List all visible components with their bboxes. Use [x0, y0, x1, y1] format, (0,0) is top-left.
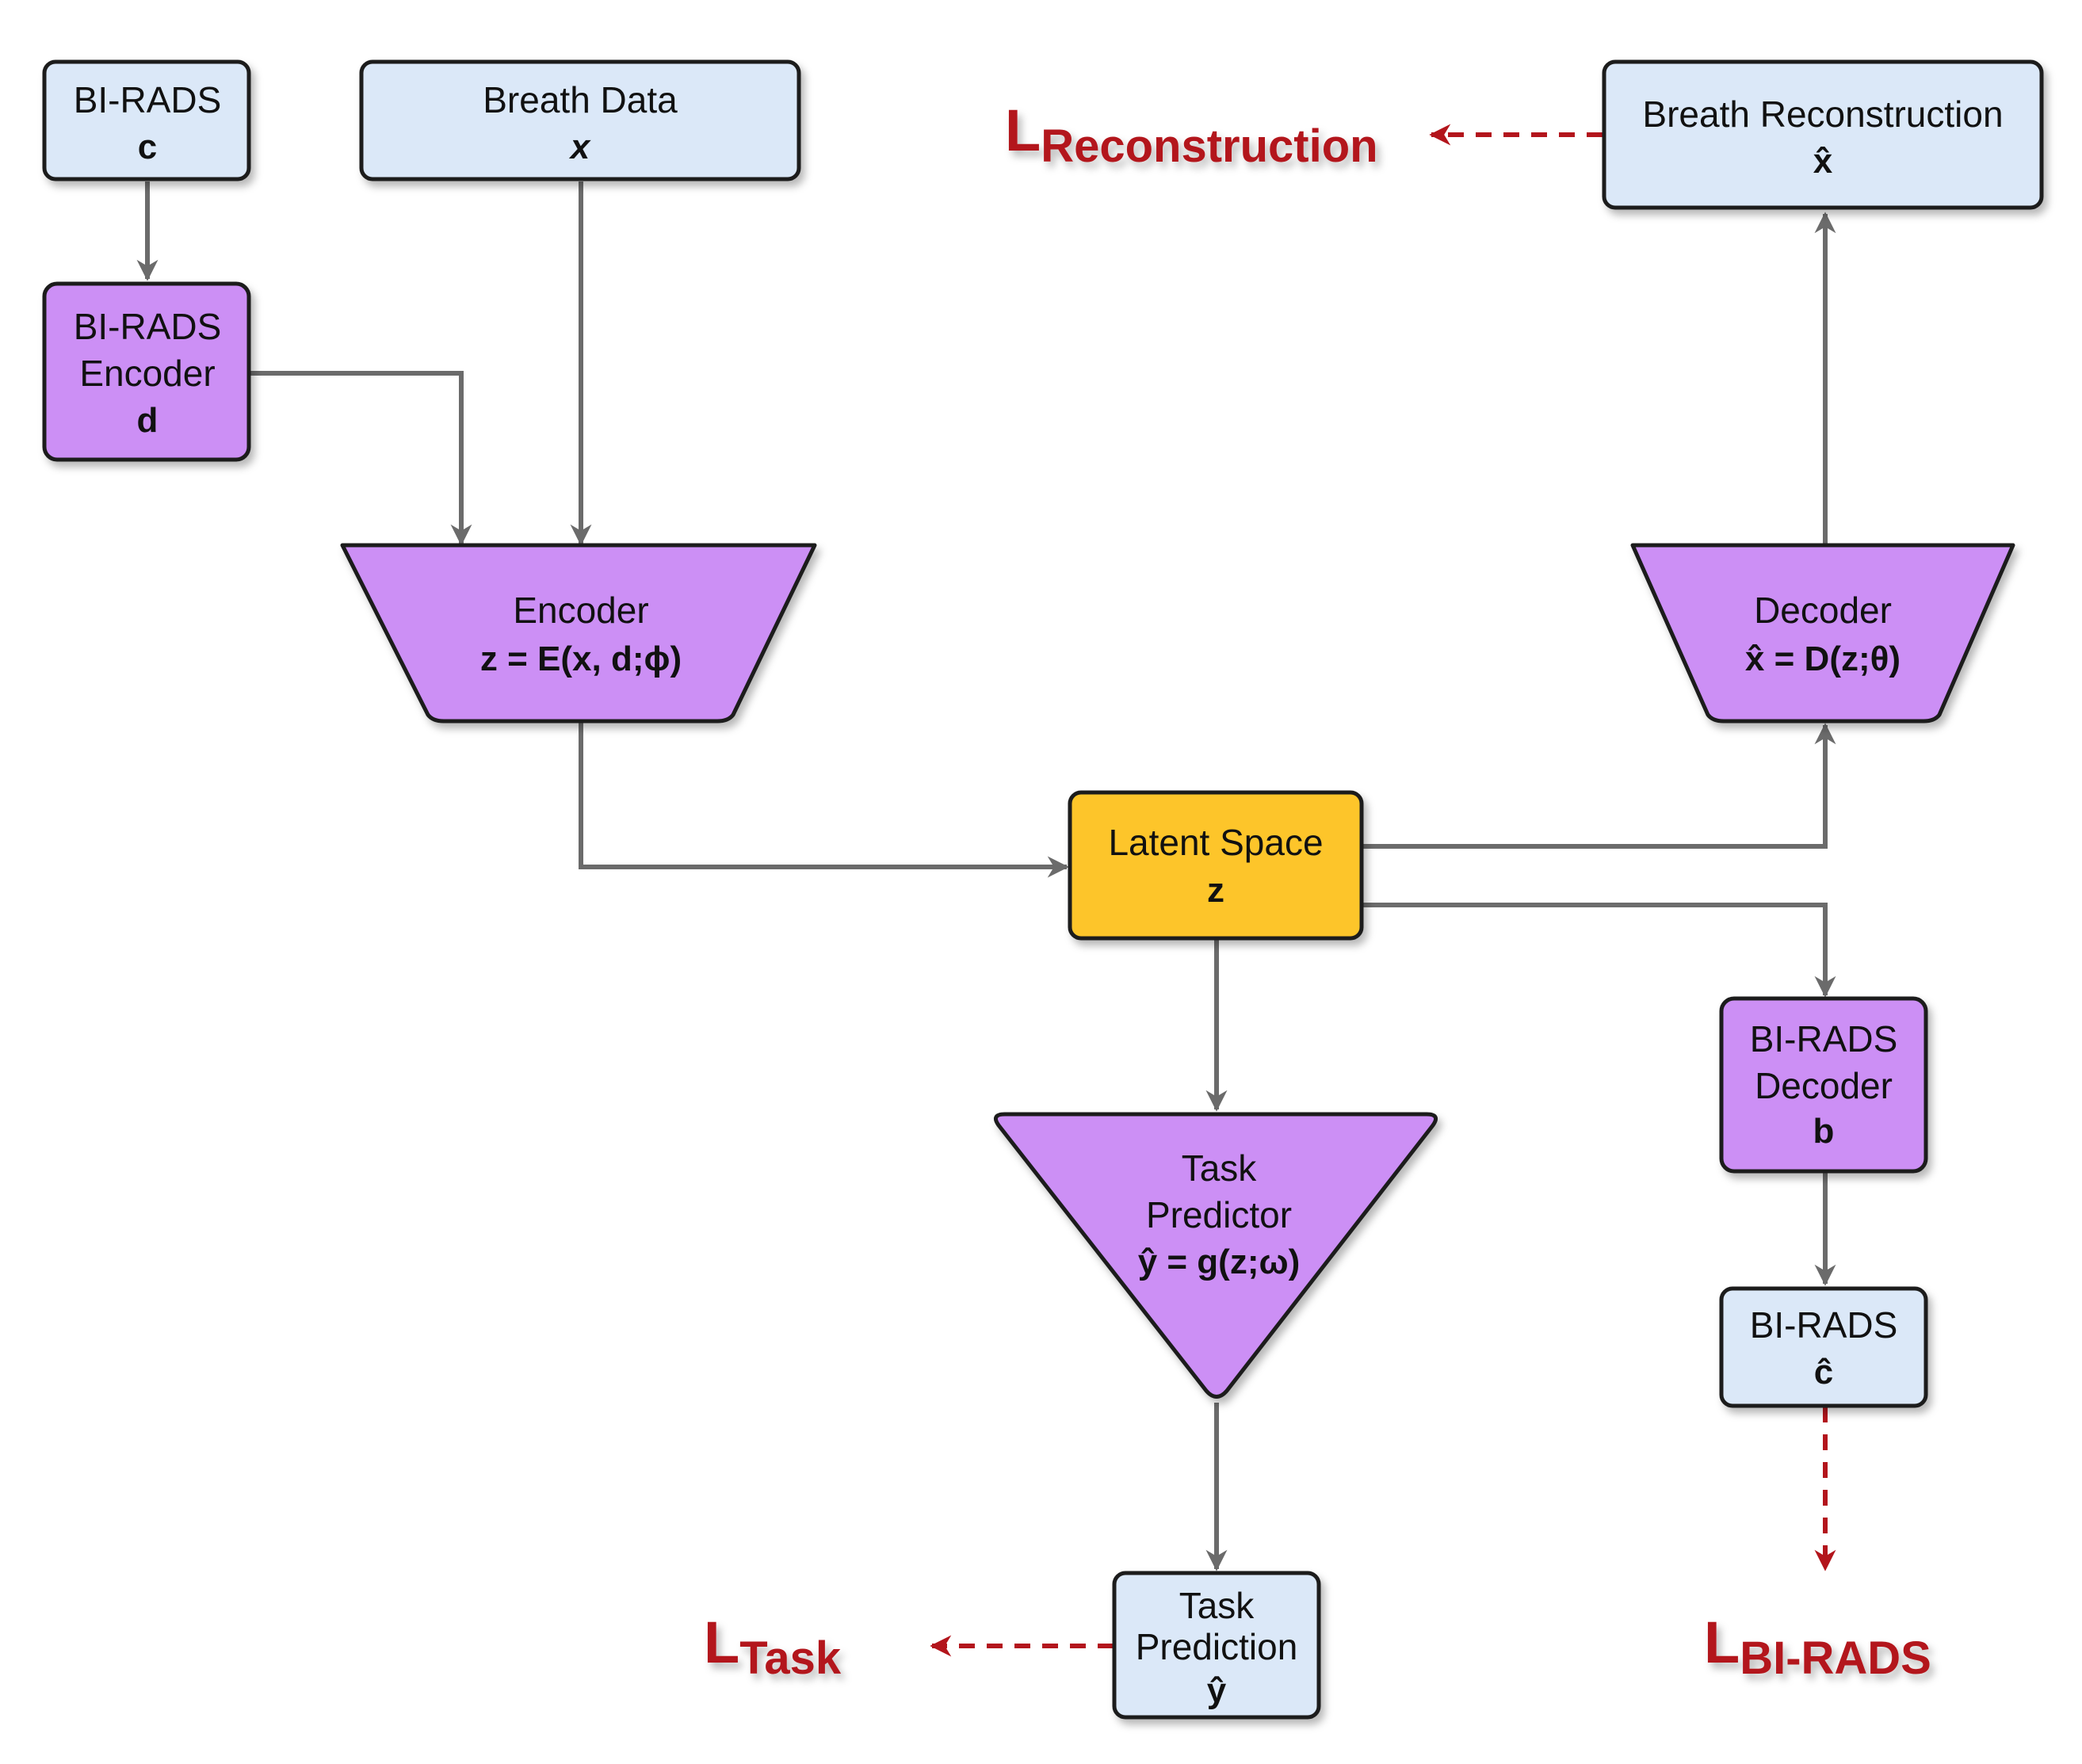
task-predictor-label-line2: Predictor: [1146, 1194, 1292, 1235]
birads-output-label: BI-RADS: [1750, 1304, 1898, 1346]
arrow-encoder-to-latent: [579, 721, 1069, 878]
loss-task-base: L: [704, 1609, 739, 1675]
loss-task: LTask: [704, 1609, 842, 1684]
breath-data-box: [359, 59, 801, 181]
encoder-label: Encoder: [513, 590, 648, 631]
birads-encoder-label-line1: BI-RADS: [74, 306, 222, 347]
breath-reconstruction-label: Breath Reconstruction: [1642, 94, 2003, 135]
task-prediction-node: [1112, 1571, 1321, 1720]
flow-connectors: [136, 181, 1836, 1571]
loss-birads-base: L: [1704, 1609, 1740, 1675]
loss-task-subscript: Task: [739, 1632, 842, 1684]
birads-decoder-box: [1719, 996, 1928, 1174]
birads-output-symbol: ĉ: [1814, 1353, 1833, 1392]
arrow-latent-to-decoder: [1363, 723, 1836, 849]
birads-input-node: [42, 59, 251, 181]
birads-input-label: BI-RADS: [74, 79, 222, 120]
birads-decoder-label-line2: Decoder: [1755, 1065, 1893, 1106]
breath-reconstruction-symbol: x̂: [1813, 142, 1833, 181]
task-predictor-shape: [993, 1112, 1438, 1399]
task-prediction-label-line2: Prediction: [1136, 1626, 1298, 1667]
birads-output-box: [1719, 1286, 1928, 1408]
birads-input-box: [42, 59, 251, 181]
latent-space-label: Latent Space: [1108, 822, 1323, 863]
loss-connectors: [930, 124, 1836, 1657]
arrow-latent-to-birads-decoder: [1363, 903, 1836, 998]
birads-decoder-label-line1: BI-RADS: [1750, 1018, 1898, 1060]
latent-space-symbol: z: [1207, 871, 1224, 910]
arrow-birads-encoder-to-encoder: [250, 371, 472, 546]
latent-space-box: [1068, 790, 1364, 941]
breath-reconstruction-box: [1602, 59, 2044, 210]
breath-reconstruction-node: [1602, 59, 2044, 210]
encoder-node: [340, 543, 817, 724]
task-predictor-formula: ŷ = g(z;ω): [1138, 1243, 1301, 1281]
task-prediction-symbol: ŷ: [1207, 1671, 1227, 1710]
birads-encoder-label-line2: Encoder: [79, 353, 215, 394]
breath-data-label: Breath Data: [483, 79, 678, 120]
loss-reconstruction: LReconstruction: [1005, 97, 1378, 172]
task-prediction-label-line1: Task: [1179, 1585, 1255, 1626]
task-predictor-label-line1: Task: [1182, 1147, 1258, 1189]
birads-decoder-node: [1719, 996, 1928, 1174]
task-prediction-box: [1112, 1571, 1321, 1720]
encoder-shape: [340, 543, 817, 724]
breath-data-symbol: x: [569, 128, 591, 166]
decoder-node: [1630, 543, 2015, 724]
decoder-formula: x̂ = D(z;θ): [1745, 640, 1901, 678]
task-predictor-node: [993, 1112, 1438, 1399]
latent-space-node: [1068, 790, 1364, 941]
birads-encoder-node: [42, 281, 251, 462]
birads-input-symbol: c: [138, 128, 157, 166]
loss-birads: LBI-RADS: [1704, 1609, 1931, 1684]
birads-encoder-box: [42, 281, 251, 462]
decoder-label: Decoder: [1754, 590, 1892, 631]
birads-output-node: [1719, 1286, 1928, 1408]
birads-decoder-symbol: b: [1813, 1112, 1835, 1151]
breath-data-node: [359, 59, 801, 181]
birads-encoder-symbol: d: [137, 401, 159, 440]
loss-birads-subscript: BI-RADS: [1740, 1632, 1931, 1684]
loss-reconstruction-base: L: [1005, 97, 1041, 163]
loss-reconstruction-subscript: Reconstruction: [1041, 120, 1377, 172]
decoder-shape: [1630, 543, 2015, 724]
encoder-formula: z = E(x, d;ϕ): [480, 640, 682, 678]
